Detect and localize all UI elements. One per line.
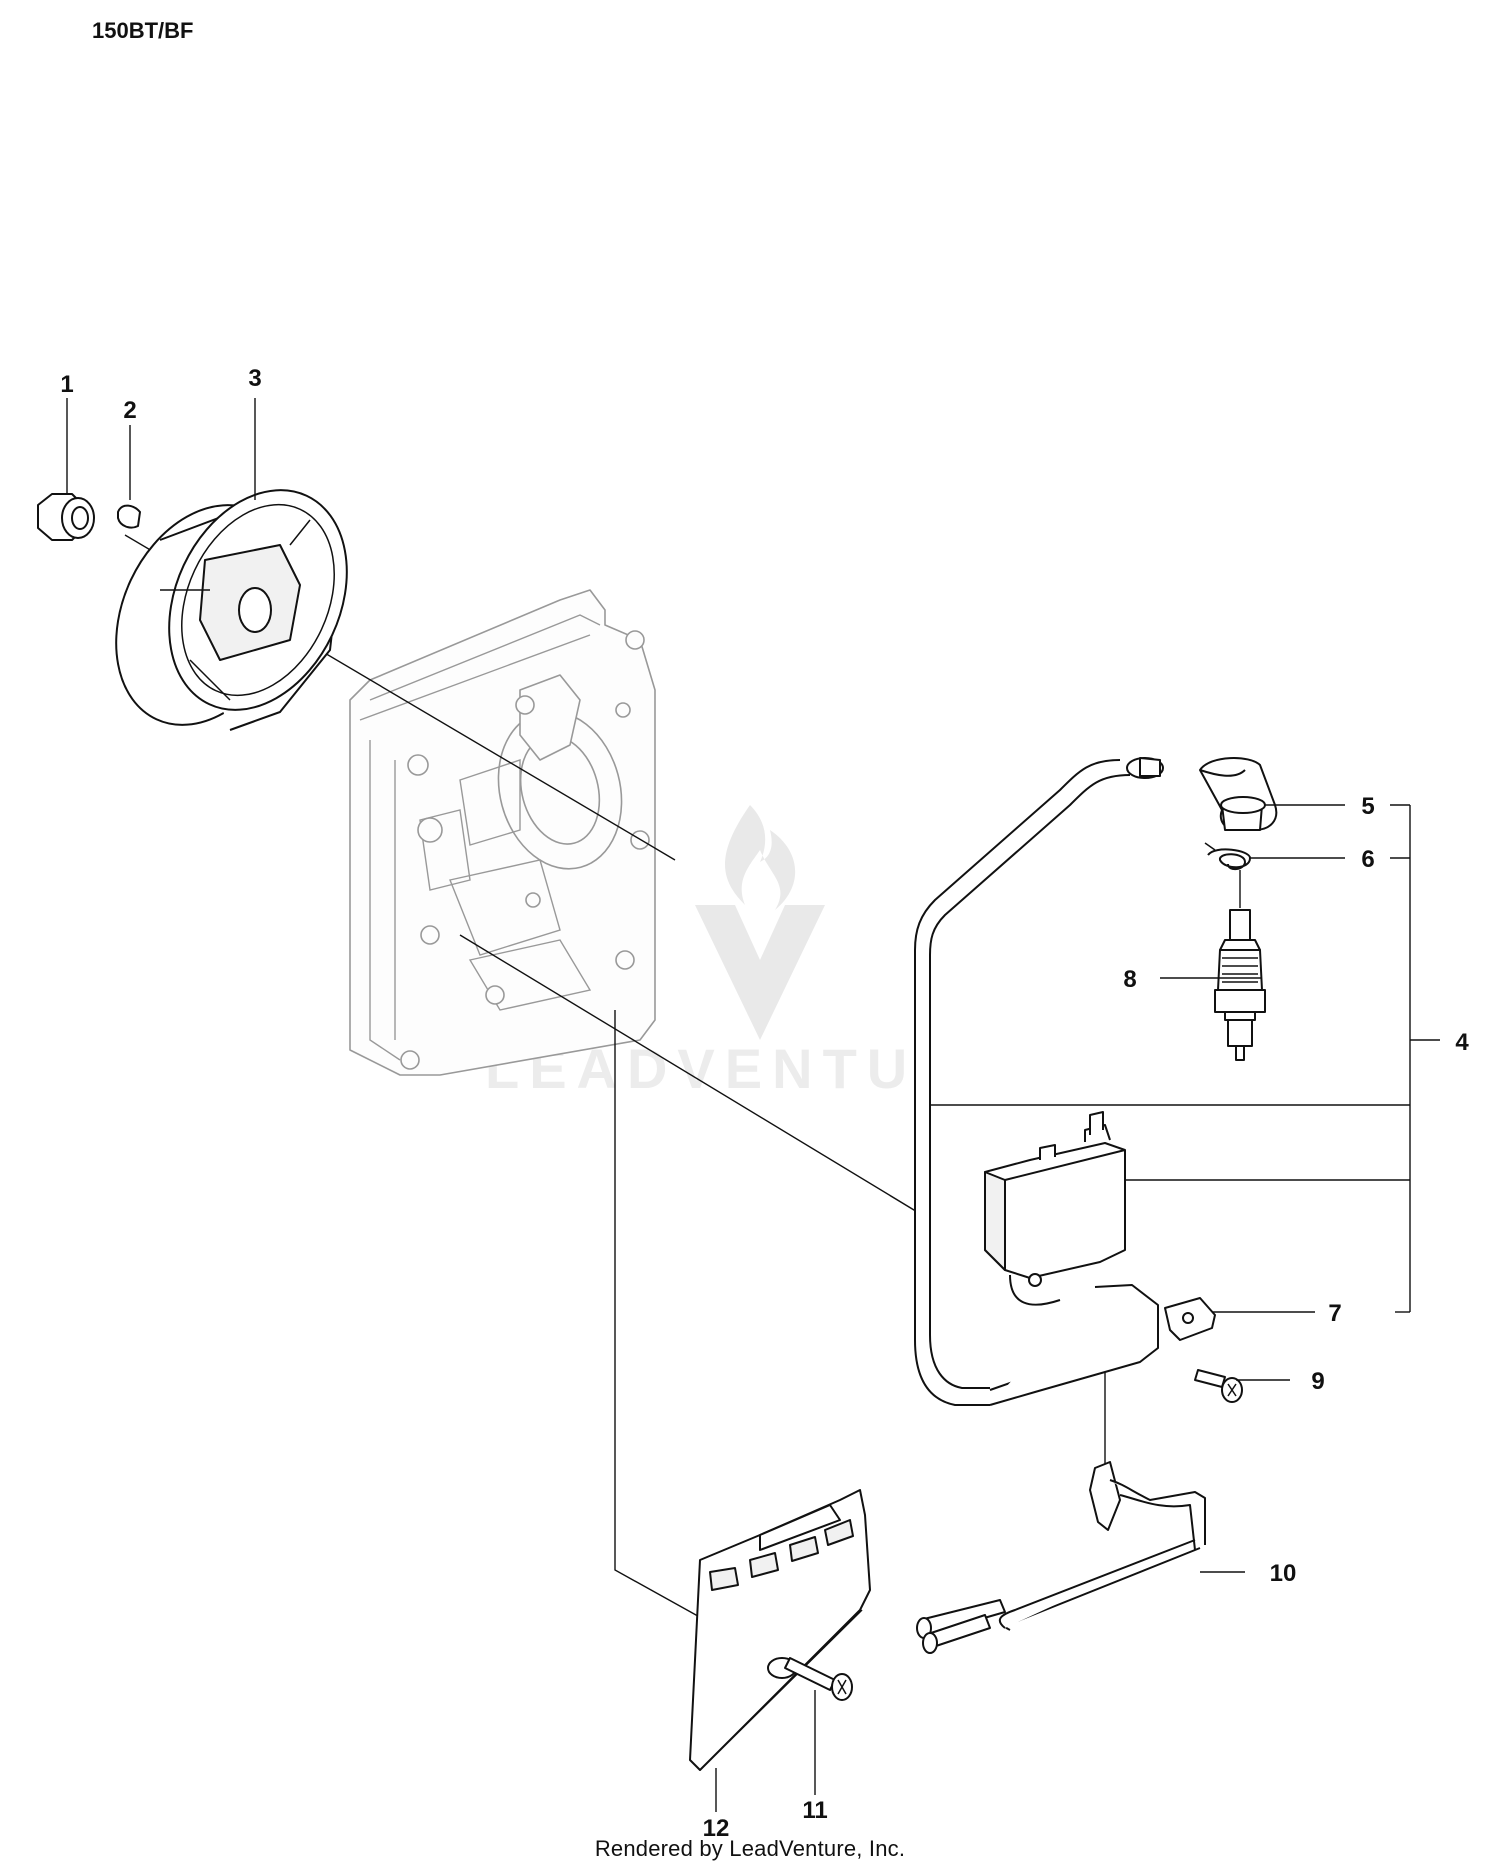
callout-2: 2 <box>123 397 136 424</box>
callout-10: 10 <box>1270 1560 1297 1587</box>
part-6-spring <box>1204 842 1251 908</box>
callout-8: 8 <box>1123 966 1136 993</box>
model-title: 150BT/BF <box>92 18 194 43</box>
part-9-screw <box>1194 1369 1243 1403</box>
callout-1: 1 <box>60 371 73 398</box>
callout-5: 5 <box>1361 793 1374 820</box>
part-11-screw <box>784 1657 853 1701</box>
part-10-stop-switch-wire <box>916 1461 1206 1654</box>
callout-leaders <box>66 398 1440 1812</box>
part-5-spark-plug-cap <box>1199 757 1278 831</box>
callout-9: 9 <box>1311 1368 1324 1395</box>
watermark-chevron-icon <box>695 905 825 1040</box>
part-2-woodruff-key <box>117 504 141 529</box>
callout-7: 7 <box>1328 1300 1341 1327</box>
crankcase-housing <box>349 589 656 1076</box>
part-8-spark-plug <box>1214 909 1266 1061</box>
callout-labels: 1 2 3 4 5 6 7 8 9 10 11 12 <box>60 365 1469 1842</box>
part-7-clip <box>1164 1297 1216 1341</box>
part-3-flywheel <box>115 489 348 731</box>
part-12-cover-plate <box>689 1489 871 1771</box>
callout-12: 12 <box>703 1815 730 1842</box>
callout-6: 6 <box>1361 846 1374 873</box>
callout-4: 4 <box>1455 1029 1469 1056</box>
part-1-flange-nut <box>37 493 95 541</box>
part-4-ignition-coil-assembly <box>914 757 1164 1406</box>
footer-credit: Rendered by LeadVenture, Inc. <box>594 1836 906 1861</box>
watermark-flame-icon <box>725 805 796 910</box>
callout-11: 11 <box>802 1797 827 1824</box>
callout-3: 3 <box>248 365 261 392</box>
